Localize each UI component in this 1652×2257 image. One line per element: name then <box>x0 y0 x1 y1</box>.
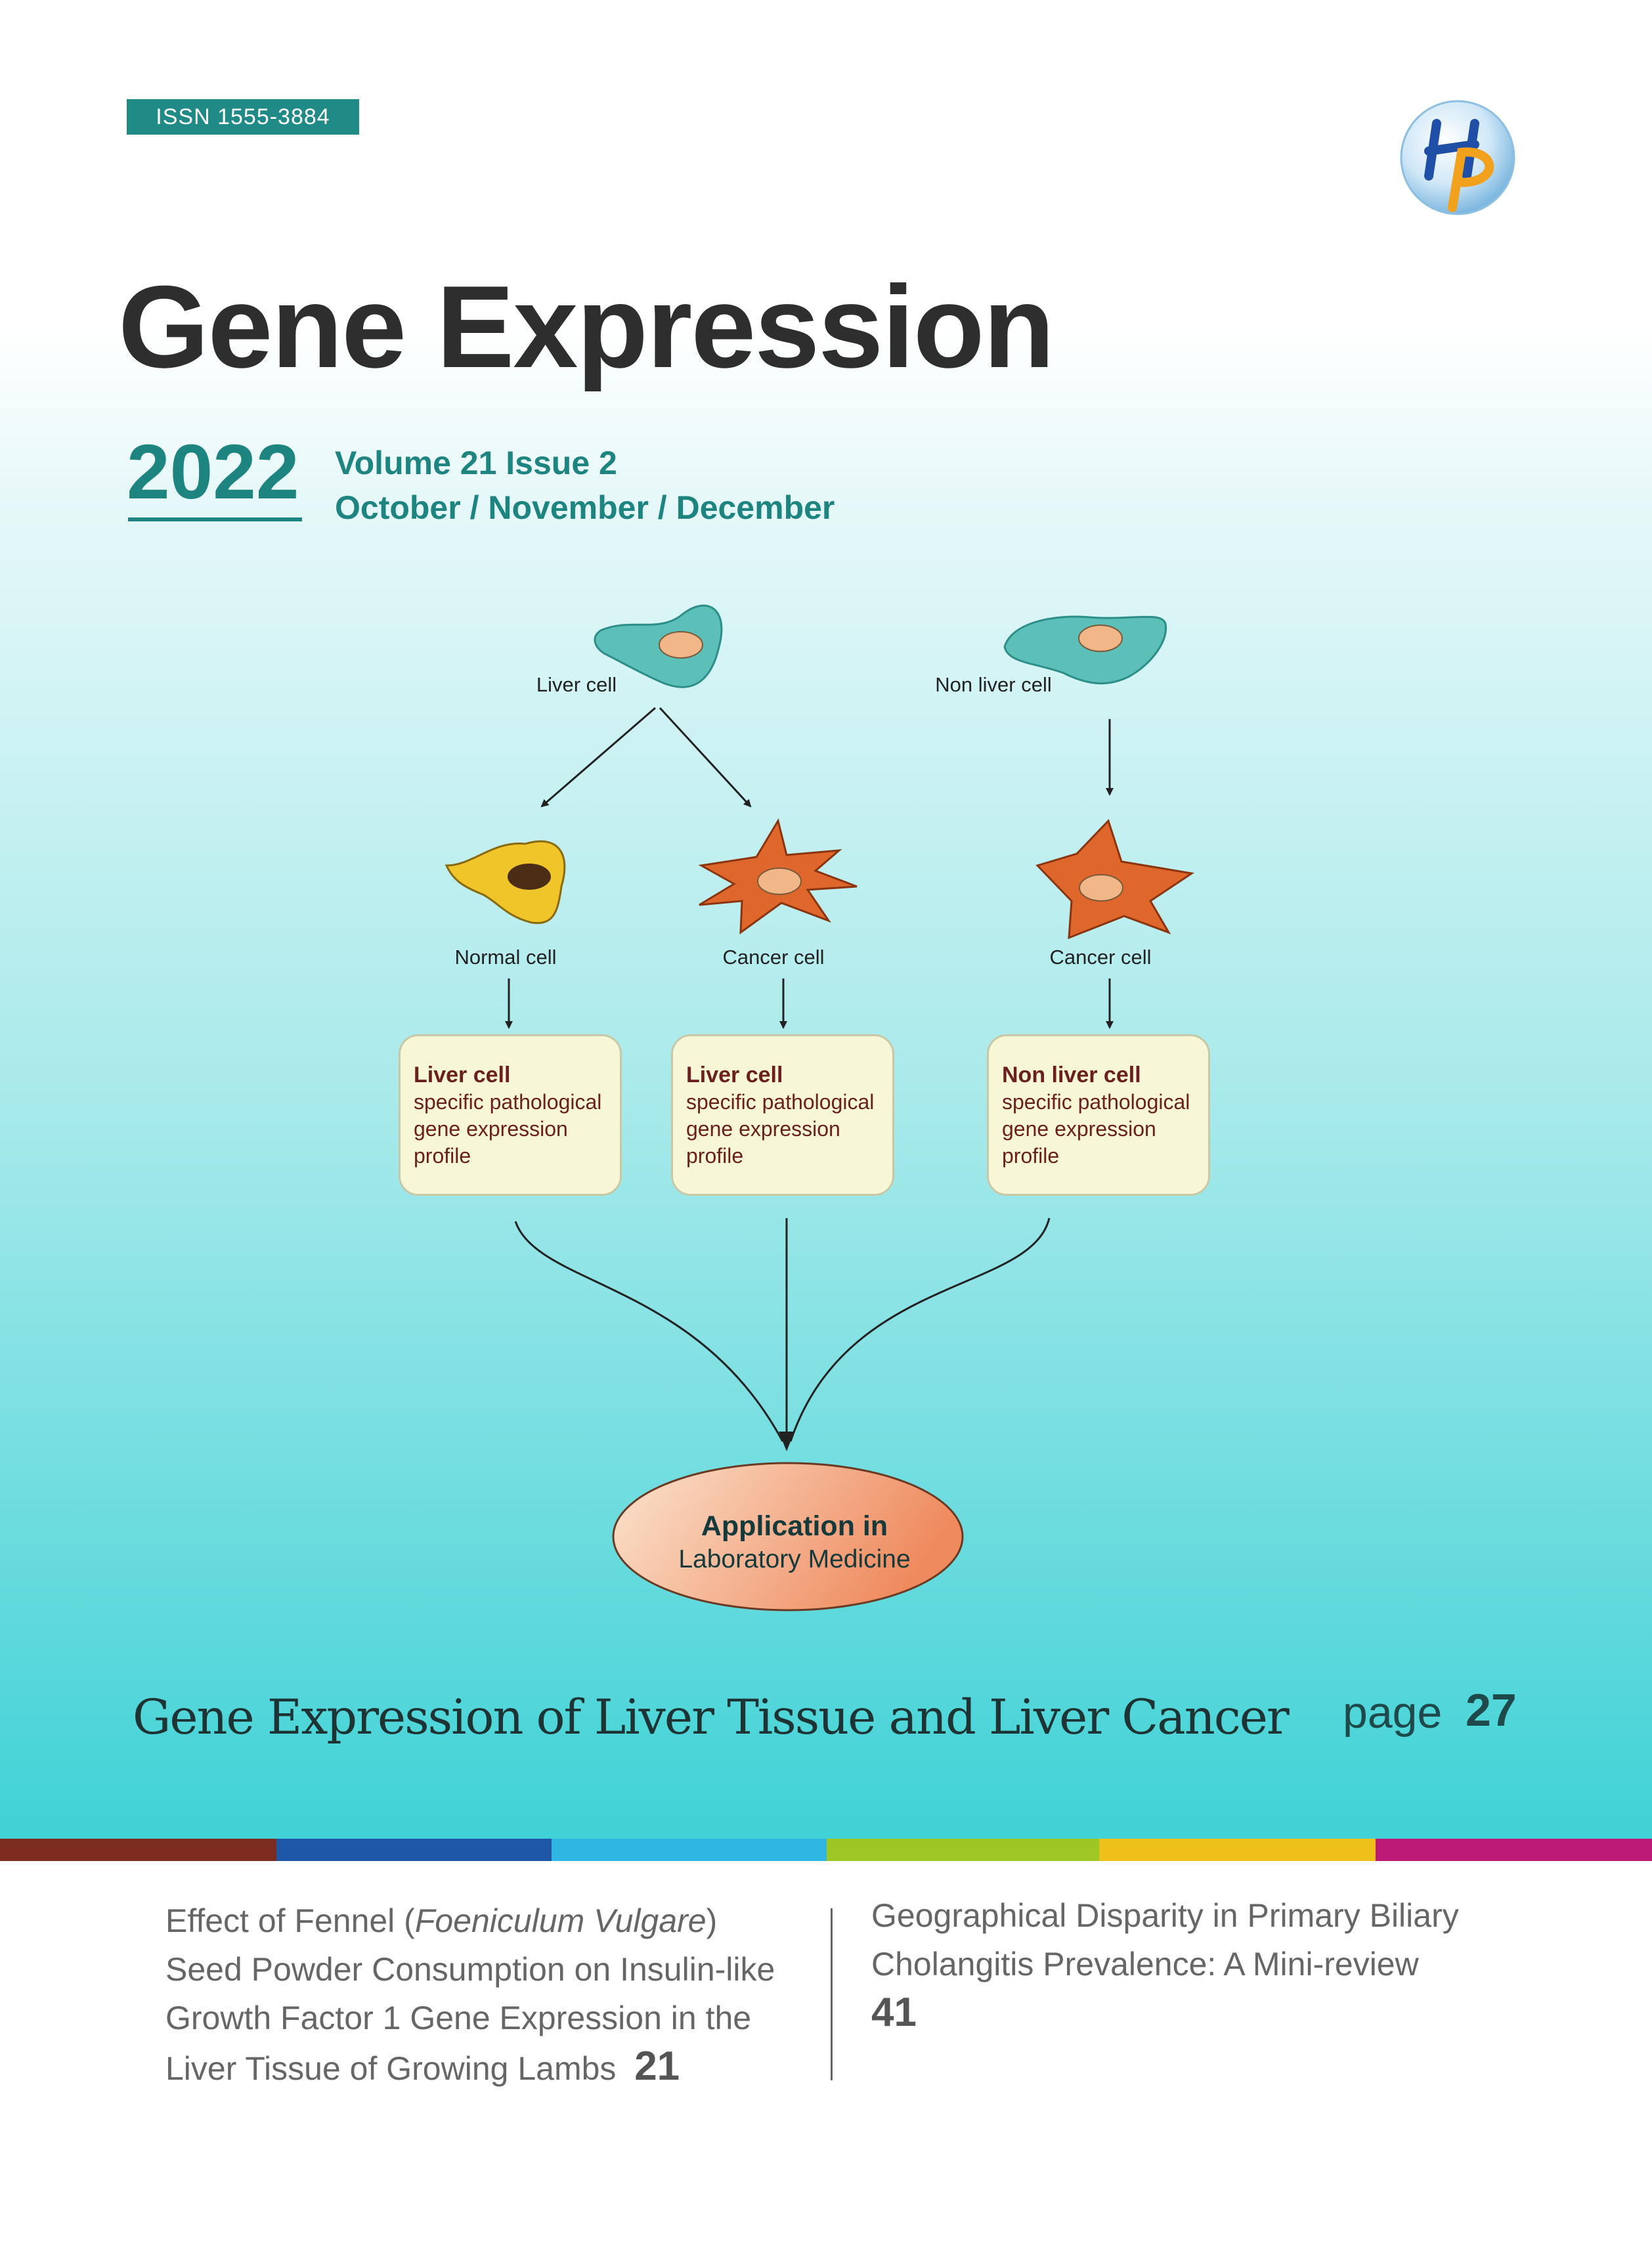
application-ellipse <box>612 1462 964 1611</box>
profile-box-line: specific pathological <box>686 1090 875 1114</box>
article-line: Geographical Disparity in Primary Biliar… <box>871 1897 1459 1934</box>
issue-year: 2022 <box>127 429 299 515</box>
profile-box-line: profile <box>686 1144 744 1168</box>
profile-box-title: Non liver cell <box>1002 1063 1141 1087</box>
profile-box-non-liver: Non liver cell specific pathological gen… <box>987 1034 1210 1196</box>
feature-page-number: 27 <box>1466 1684 1517 1736</box>
stripe-segment-3 <box>552 1839 827 1861</box>
feature-page-word: page <box>1343 1688 1443 1738</box>
article-line: Growth Factor 1 Gene Expression in the <box>165 2000 752 2036</box>
profile-box-line: specific pathological <box>1002 1090 1190 1114</box>
application-subtitle: Laboratory Medicine <box>678 1545 911 1573</box>
profile-box-liver-cancer: Liver cell specific pathological gene ex… <box>671 1034 894 1196</box>
label-liver-cell: Liver cell <box>536 673 617 696</box>
issue-months: October / November / December <box>335 489 835 526</box>
stripe-segment-1 <box>0 1839 276 1861</box>
stripe-segment-5 <box>1099 1839 1376 1861</box>
article-line: Seed Powder Consumption on Insulin-like <box>165 1951 775 1988</box>
profile-box-line: profile <box>1002 1144 1060 1168</box>
cancer-cell-2-shape <box>1035 819 1194 940</box>
profile-box-line: gene expression <box>1002 1117 1156 1141</box>
journal-title: Gene Expression <box>118 261 1054 392</box>
profile-box-title: Liver cell <box>414 1063 511 1087</box>
converge-arrowhead <box>779 1432 794 1451</box>
profile-box-title: Liver cell <box>686 1063 783 1087</box>
profile-box-line: profile <box>414 1144 471 1168</box>
article-page-number: 41 <box>871 1990 917 2035</box>
application-title: Application in <box>701 1510 888 1542</box>
label-non-liver-cell: Non liver cell <box>935 673 1052 696</box>
arrow-liver-to-cancer <box>659 707 752 808</box>
curve-left <box>514 1221 784 1442</box>
label-normal-cell: Normal cell <box>454 946 557 969</box>
profile-box-liver-normal: Liver cell specific pathological gene ex… <box>399 1034 622 1196</box>
normal-cell-shape <box>445 840 566 925</box>
feature-article-title: Gene Expression of Liver Tissue and Live… <box>133 1690 1290 1745</box>
article-biliary: Geographical Disparity in Primary Biliar… <box>871 1891 1459 2037</box>
profile-box-line: gene expression <box>686 1117 840 1141</box>
species-name: Foeniculum Vulgare <box>414 1902 706 1939</box>
hp-publisher-logo-icon <box>1397 97 1518 218</box>
cancer-cell-1-shape <box>698 818 858 935</box>
label-cancer-cell-1: Cancer cell <box>722 946 825 969</box>
non-liver-cell-shape <box>1003 615 1167 685</box>
profile-box-line: gene expression <box>414 1117 568 1141</box>
article-page-number: 21 <box>634 2044 680 2089</box>
article-fennel: Effect of Fennel (Foeniculum Vulgare) Se… <box>165 1896 775 2093</box>
arrow-liver-to-normal <box>540 707 656 808</box>
liver-cell-shape <box>594 604 723 688</box>
stripe-segment-4 <box>827 1839 1099 1861</box>
curve-right <box>789 1217 1051 1442</box>
label-cancer-cell-2: Cancer cell <box>1049 946 1152 969</box>
article-line: Effect of Fennel (Foeniculum Vulgare) <box>165 1902 718 1939</box>
stripe-segment-6 <box>1376 1839 1652 1861</box>
article-line: Cholangitis Prevalence: A Mini-review <box>871 1946 1419 1983</box>
volume-issue: Volume 21 Issue 2 <box>335 445 617 481</box>
year-underline <box>128 517 302 521</box>
article-divider <box>831 1908 833 2080</box>
cell-diagram <box>445 604 1194 1611</box>
stripe-segment-2 <box>276 1839 552 1861</box>
issn-badge: ISSN 1555-3884 <box>127 99 359 135</box>
profile-box-line: specific pathological <box>414 1090 602 1114</box>
article-line: Liver Tissue of Growing Lambs 21 <box>165 2044 680 2089</box>
